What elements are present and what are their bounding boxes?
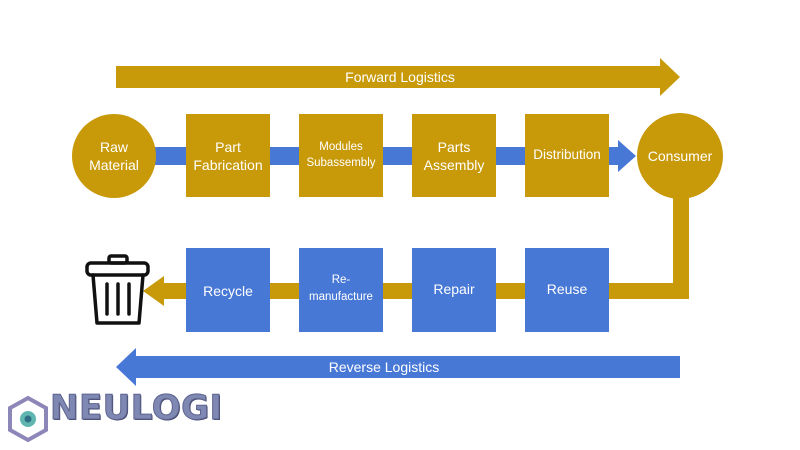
repair-label: Repair — [433, 281, 475, 297]
parts-assembly-line1: Parts — [438, 139, 471, 155]
remanufacture-line1: Re- — [332, 274, 351, 286]
part-fabrication-line2: Fabrication — [193, 157, 262, 173]
brand-logo-text: NEULOGI — [50, 388, 223, 429]
remanufacture-node: Re- manufacture — [299, 248, 383, 332]
reuse-node: Reuse — [525, 248, 609, 332]
part-fabrication-line1: Part — [215, 139, 241, 155]
forward-logistics-arrow: Forward Logistics — [116, 58, 680, 96]
recycle-node: Recycle — [186, 248, 270, 332]
reuse-label: Reuse — [547, 281, 588, 297]
consumer-label: Consumer — [648, 148, 713, 164]
modules-subassembly-line1: Modules — [319, 141, 363, 153]
reverse-logistics-arrow: Reverse Logistics — [116, 348, 680, 386]
raw-material-line1: Raw — [100, 139, 129, 155]
forward-logistics-label: Forward Logistics — [345, 69, 455, 85]
raw-material-node: Raw Material — [72, 114, 156, 198]
distribution-label: Distribution — [533, 147, 601, 162]
part-fabrication-node: Part Fabrication — [186, 114, 270, 197]
trash-bin-icon — [85, 254, 150, 325]
distribution-node: Distribution — [525, 114, 609, 197]
consumer-node: Consumer — [637, 113, 723, 199]
hexagon-logo-icon — [8, 395, 48, 443]
raw-material-line2: Material — [89, 157, 139, 173]
parts-assembly-line2: Assembly — [424, 157, 485, 173]
reverse-logistics-label: Reverse Logistics — [329, 359, 440, 375]
parts-assembly-node: Parts Assembly — [412, 114, 496, 197]
modules-subassembly-node: Modules Subassembly — [299, 114, 383, 197]
repair-node: Repair — [412, 248, 496, 332]
recycle-label: Recycle — [203, 283, 253, 299]
remanufacture-line2: manufacture — [309, 291, 373, 303]
modules-subassembly-line2: Subassembly — [306, 157, 375, 169]
